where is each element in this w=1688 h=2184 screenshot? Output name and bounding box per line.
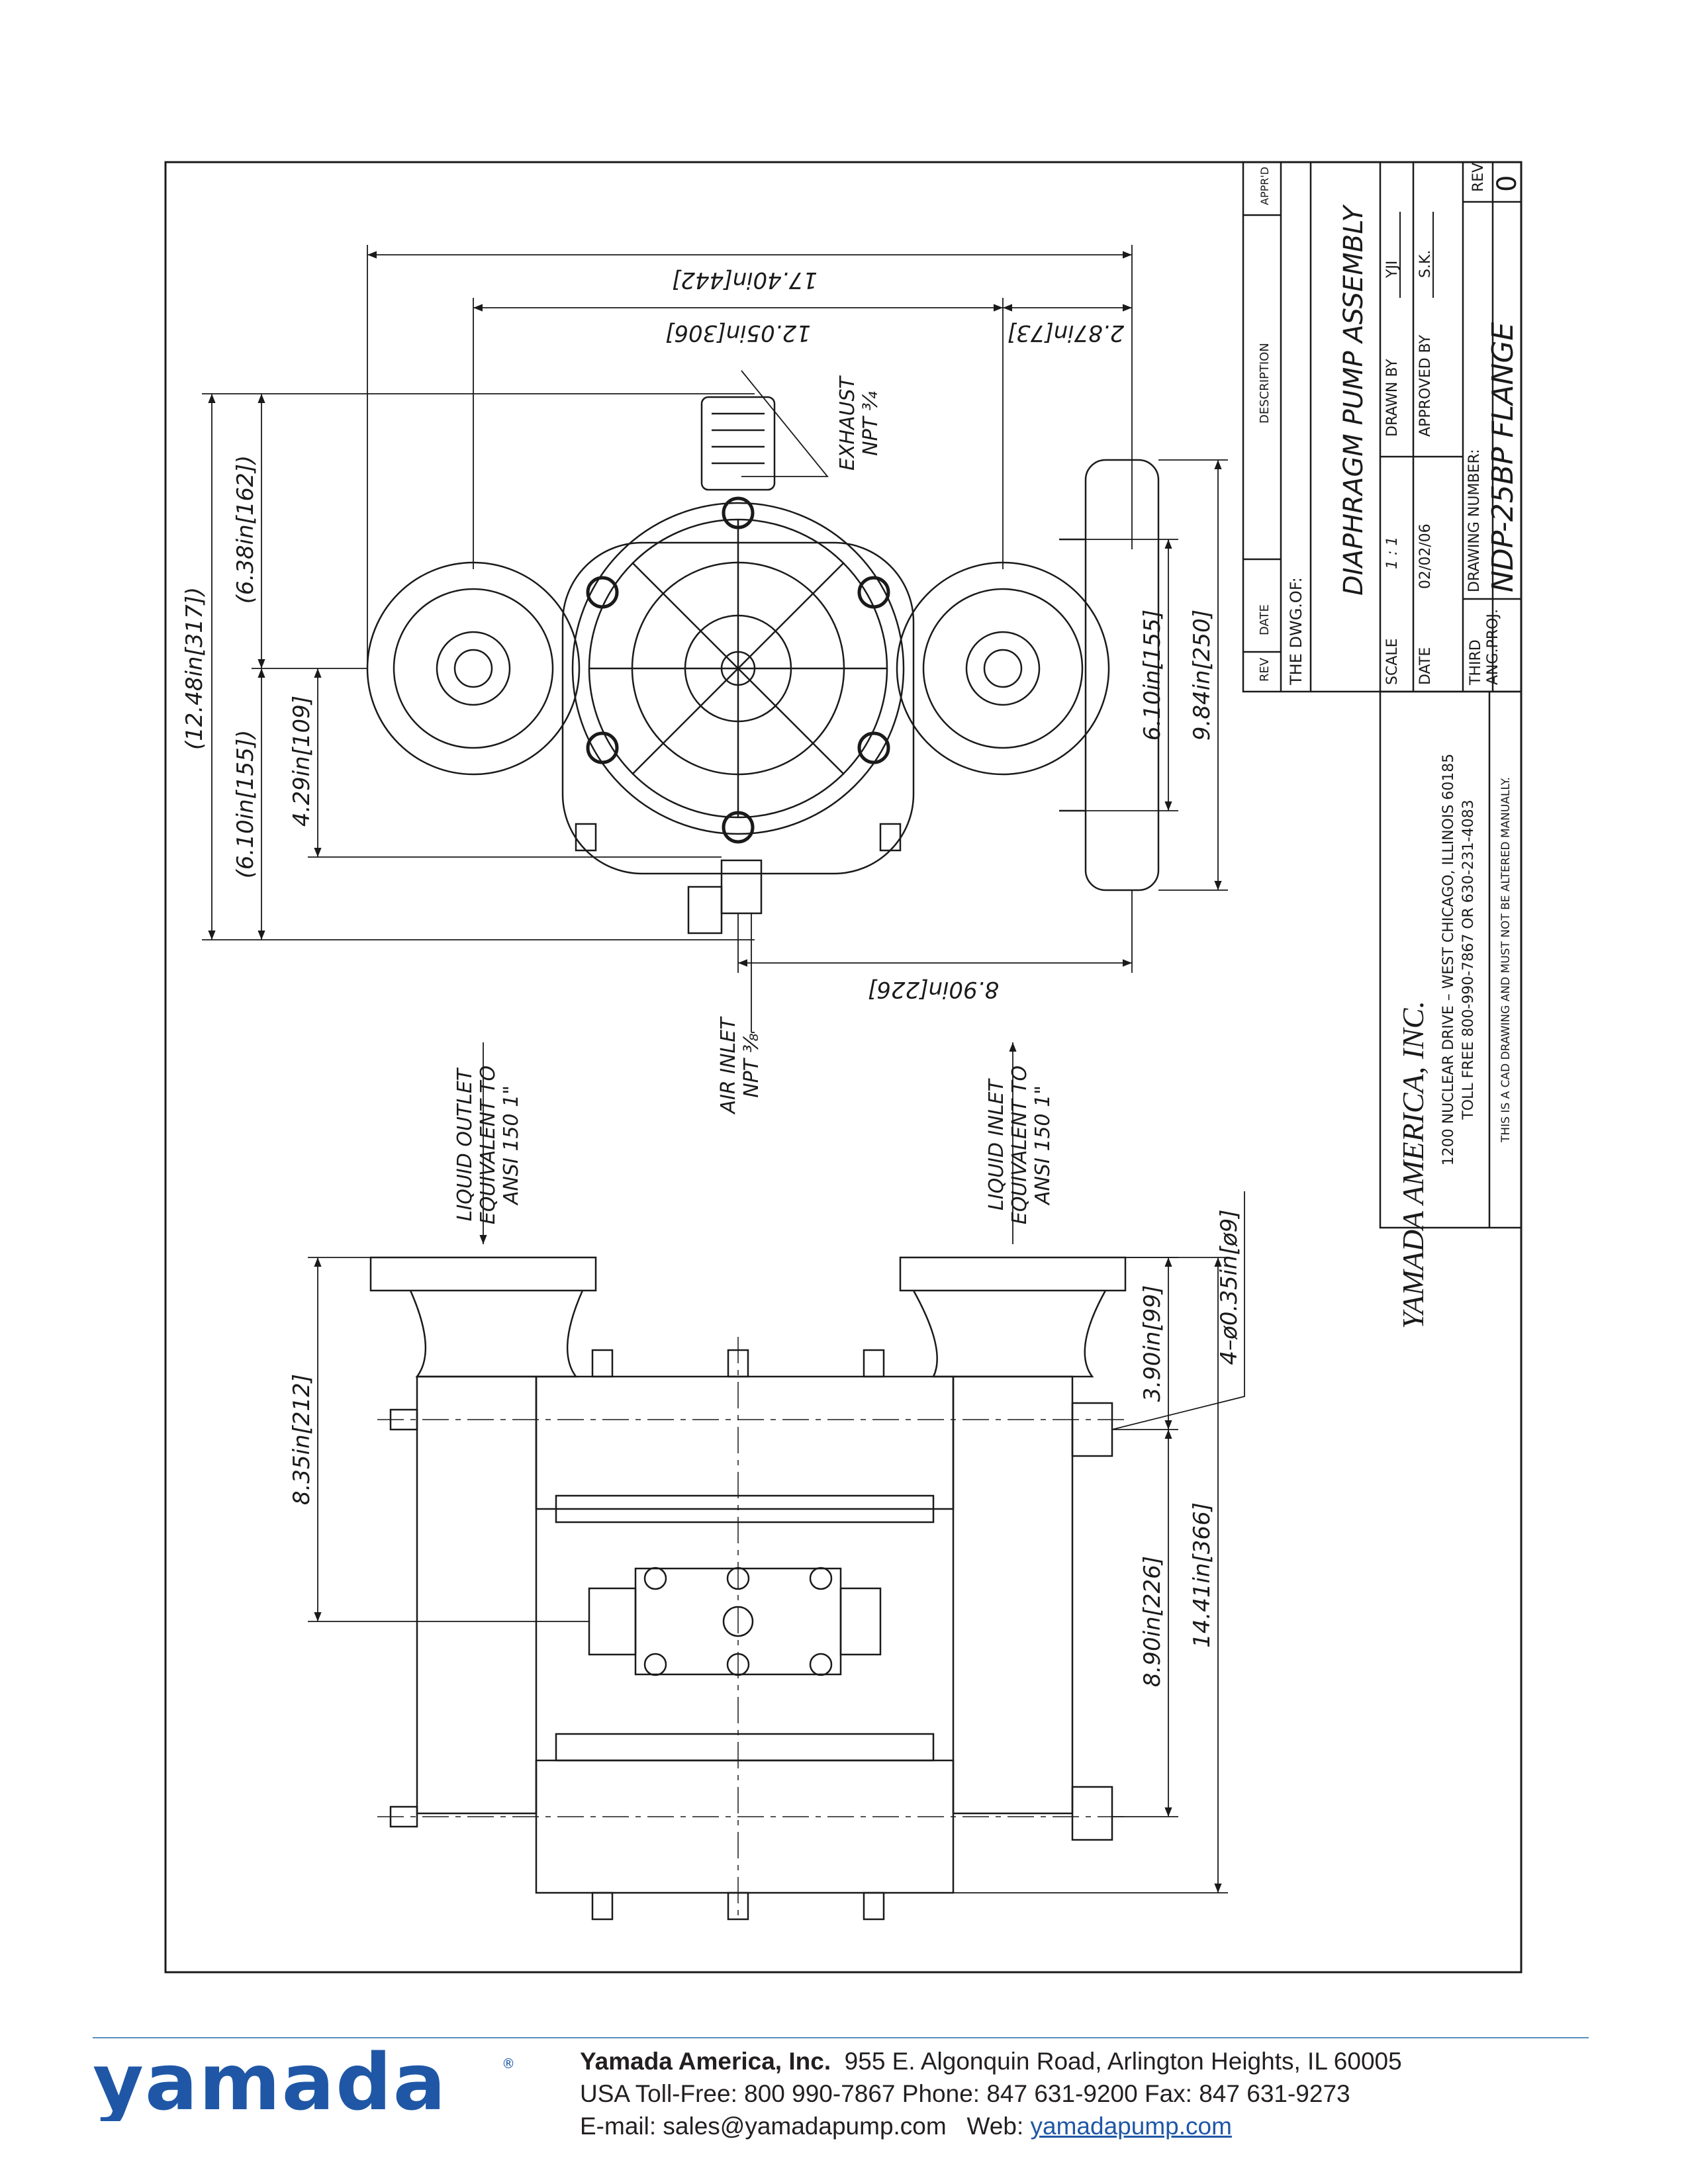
liquid-inlet-3: ANSI 150 1" [1031, 1085, 1055, 1206]
exhaust-npt: NPT ¾ [859, 391, 882, 455]
tb-date-header: DATE [1258, 604, 1272, 635]
tb-drawing-number-label: DRAWING NUMBER: [1466, 449, 1483, 592]
top-view [366, 396, 1160, 934]
dim-3-90: 3.90in[99] [1139, 1285, 1166, 1402]
air-inlet-label: AIR INLET [717, 1016, 740, 1115]
footer-contact: Yamada America, Inc. 955 E. Algonquin Ro… [580, 2045, 1402, 2142]
tb-rev-header: REV [1258, 657, 1272, 682]
bottom-view-dimensions [308, 1191, 1245, 1893]
dim-holes: 4–ø0.35in[ø9] [1216, 1209, 1243, 1365]
tb-scale-label: SCALE [1384, 638, 1401, 685]
dim-4-29: 4.29in[109] [289, 696, 315, 827]
tb-apprd-header: APPR'D [1258, 167, 1271, 205]
tb-scale-value: 1 : 1 [1384, 537, 1401, 569]
dim-6-10: 6.10in[155] [1139, 610, 1166, 741]
liquid-inlet-1: LIQUID INLET [985, 1077, 1008, 1210]
footer-web-link[interactable]: yamadapump.com [1030, 2113, 1232, 2140]
tb-date-label: DATE [1417, 647, 1434, 685]
dim-12-05: 12.05in[306] [665, 320, 811, 346]
tb-approved-by-value: S.K. [1417, 250, 1434, 278]
svg-text:®: ® [502, 2056, 515, 2071]
dim-8-35: 8.35in[212] [289, 1374, 315, 1505]
svg-text:yamada: yamada [93, 2048, 447, 2121]
tb-phone: TOLL FREE 800-990-7867 OR 630-231-4083 [1460, 799, 1477, 1120]
yamada-logo: yamada ® [93, 2048, 515, 2121]
footer-phones: USA Toll-Free: 800 990-7867 Phone: 847 6… [580, 2080, 1350, 2107]
tb-rev-value: 0 [1492, 175, 1523, 192]
top-view-dimensions [202, 245, 1228, 1033]
tb-company: YAMADA AMERICA, INC. [1396, 1001, 1430, 1329]
dim-9-84: 9.84in[250] [1189, 610, 1215, 741]
footer-email: E-mail: sales@yamadapump.com [580, 2113, 947, 2140]
bottom-view [369, 1256, 1127, 1921]
tb-date-value: 02/02/06 [1417, 523, 1434, 589]
footer-web-label: Web: [966, 2113, 1024, 2140]
dim-14-41: 14.41in[366] [1189, 1502, 1215, 1648]
tb-approved-by-label: APPROVED BY [1417, 334, 1434, 437]
liquid-outlet-3: ANSI 150 1" [500, 1085, 523, 1206]
tb-description-header: DESCRIPTION [1258, 343, 1272, 424]
dim-12-48: (12.48in[317]) [181, 587, 208, 750]
footer-address: 955 E. Algonquin Road, Arlington Heights… [844, 2048, 1402, 2075]
dim-8-90-bottom: 8.90in[226] [1139, 1556, 1166, 1687]
dim-6-38: (6.38in[162]) [232, 455, 259, 604]
tb-projection-1: THIRD [1468, 639, 1484, 686]
footer-line-1: Yamada America, Inc. 955 E. Algonquin Ro… [580, 2045, 1402, 2077]
dim-8-90-top: 8.90in[226] [868, 976, 999, 1003]
exhaust-label: EXHAUST [836, 375, 859, 471]
tb-drawn-by-value: YJI [1384, 261, 1401, 279]
title-block [1242, 161, 1523, 1229]
dim-6-10-paren: (6.10in[155]) [232, 730, 259, 879]
tb-dwg-of-label: THE DWG.OF: [1287, 577, 1305, 686]
tb-projection-2: ANG.PROJ. [1485, 609, 1501, 685]
port-callout-leaders [479, 1042, 1017, 1244]
liquid-outlet-1: LIQUID OUTLET [453, 1067, 477, 1221]
air-inlet-npt: NPT ⅜ [740, 1033, 763, 1097]
footer-divider [93, 2037, 1589, 2038]
liquid-inlet-2: EQUIVALENT TO [1008, 1066, 1031, 1224]
tb-rev-label: REV [1470, 163, 1487, 192]
tb-drawing-number: NDP-25BP FLANGE [1486, 322, 1520, 592]
footer-line-3: E-mail: sales@yamadapump.com Web: yamada… [580, 2110, 1402, 2142]
liquid-outlet-2: EQUIVALENT TO [477, 1066, 500, 1224]
footer-company: Yamada America, Inc. [580, 2048, 831, 2075]
tb-cad-notice: THIS IS A CAD DRAWING AND MUST NOT BE AL… [1499, 777, 1513, 1143]
tb-title: DIAPHRAGM PUMP ASSEMBLY [1338, 203, 1369, 596]
dim-2-87: 2.87in[73] [1008, 320, 1125, 346]
tb-address: 1200 NUCLEAR DRIVE – WEST CHICAGO, ILLIN… [1440, 754, 1457, 1166]
dim-17-40: 17.40in[442] [672, 267, 818, 293]
tb-drawn-by-label: DRAWN BY [1384, 359, 1401, 437]
